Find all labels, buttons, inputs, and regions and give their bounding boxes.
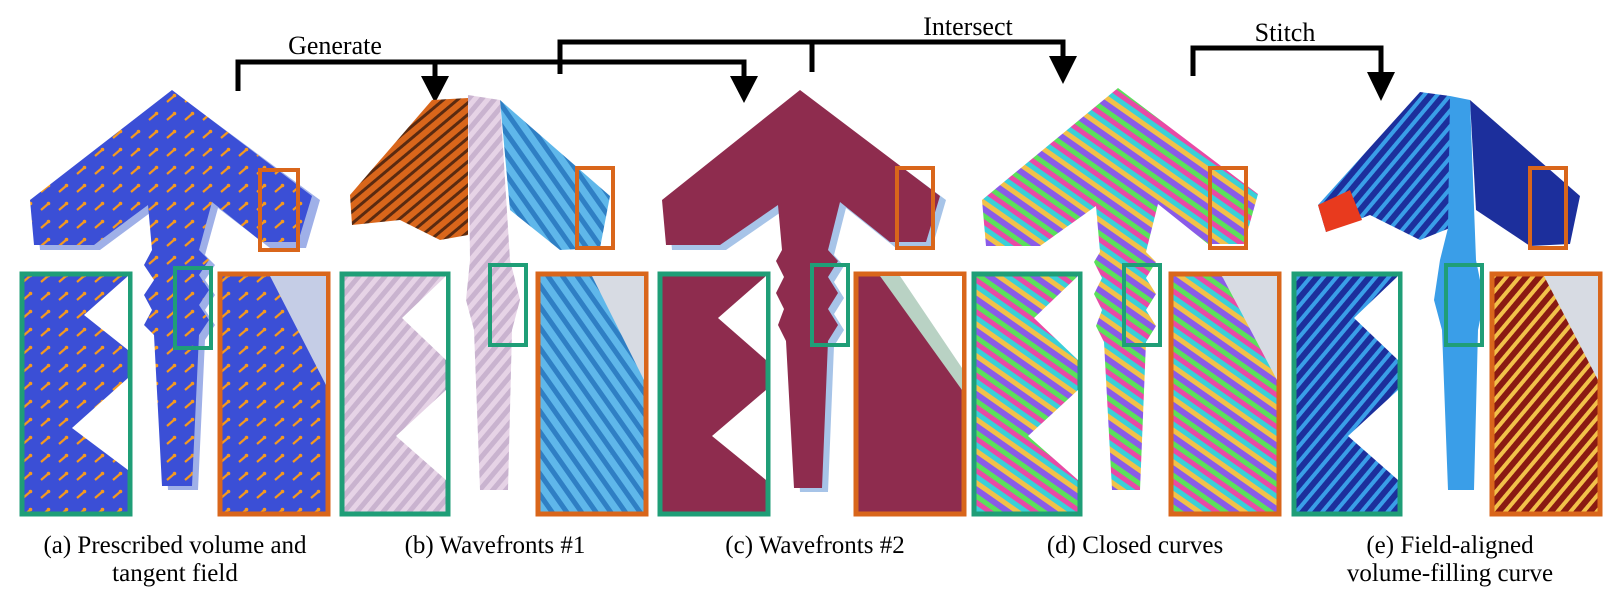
caption-a-line-2: tangent field	[112, 560, 238, 587]
inset-green-d-notches-2	[1028, 390, 1078, 480]
inset-orange-a-edge	[270, 276, 326, 385]
panel-a	[19, 90, 331, 517]
inset-marker-green-b	[488, 263, 528, 347]
caption-b-line-1: (b) Wavefronts #1	[404, 532, 586, 559]
inset-green-a-notches	[84, 276, 128, 350]
shape-c	[662, 90, 940, 488]
inset-green-e-notches	[1354, 276, 1398, 360]
shape-b-center	[466, 95, 520, 490]
inset-green-b-notches-2	[396, 390, 446, 480]
inset-green-a-notches-2	[72, 378, 128, 470]
inset-marker-green-c	[810, 263, 850, 347]
inset-marker-green-e	[1444, 263, 1484, 347]
arrowheads	[421, 56, 1395, 103]
arrowhead-b	[421, 76, 449, 103]
caption-e-line-2: volume-filling curve	[1346, 560, 1554, 587]
shape-e-center	[1434, 96, 1484, 490]
arrows	[235, 39, 1384, 91]
inset-green-e-notches-2	[1348, 390, 1398, 480]
shape-e-right	[1470, 100, 1580, 246]
inset-green-b-notches	[402, 276, 446, 360]
inset-marker-orange-a	[258, 168, 300, 252]
inset-green-d	[971, 271, 1083, 517]
inset-marker-orange-c	[895, 166, 935, 250]
inset-orange-b-edge	[592, 276, 644, 380]
inset-marker-orange-e	[1528, 166, 1568, 250]
shape-e-red	[1318, 190, 1362, 232]
caption-e: (e) Field-aligned volume-filling curve	[1300, 532, 1600, 588]
generate-label: Generate	[288, 31, 382, 60]
shape-b-right	[500, 100, 610, 250]
caption-c: (c) Wavefronts #2	[680, 532, 950, 560]
arrowhead-d	[1049, 56, 1077, 84]
shape-b-left	[350, 98, 468, 240]
shape-d	[982, 88, 1258, 490]
panel-b	[339, 95, 649, 517]
arrowhead-e	[1367, 72, 1395, 101]
caption-a: (a) Prescribed volume and tangent field	[10, 532, 340, 588]
intersect-label: Intersect	[923, 12, 1013, 41]
inset-marker-green-a	[173, 266, 213, 350]
stitch-label: Stitch	[1255, 18, 1316, 47]
caption-e-line-1: (e) Field-aligned	[1366, 532, 1534, 559]
generate-arrow-branch	[435, 59, 747, 80]
inset-green-d-notches	[1034, 276, 1078, 360]
caption-d: (d) Closed curves	[1000, 532, 1270, 560]
inset-marker-orange-d	[1208, 166, 1248, 250]
inset-marker-orange-b	[575, 166, 615, 250]
caption-a-line-1: (a) Prescribed volume and	[43, 532, 307, 559]
inset-green-c-notches	[718, 276, 766, 360]
caption-c-line-1: (c) Wavefronts #2	[725, 532, 905, 559]
arrowhead-c	[730, 76, 758, 103]
panel-c	[657, 90, 967, 517]
caption-b: (b) Wavefronts #1	[360, 532, 630, 560]
shape-a	[30, 90, 312, 486]
generate-arrow	[235, 59, 438, 91]
inset-orange-c-edge-2	[900, 276, 962, 368]
inset-orange-e-edge	[1544, 276, 1598, 380]
caption-d-line-1: (d) Closed curves	[1046, 532, 1224, 559]
inset-orange-d-edge	[1222, 276, 1277, 380]
panel-e	[1291, 92, 1603, 517]
stitch-arrow	[1190, 45, 1384, 76]
inset-marker-green-d	[1122, 263, 1162, 347]
inset-orange-e	[1489, 271, 1603, 517]
panel-d	[971, 88, 1282, 517]
inset-green-c-notches-2	[712, 390, 766, 480]
